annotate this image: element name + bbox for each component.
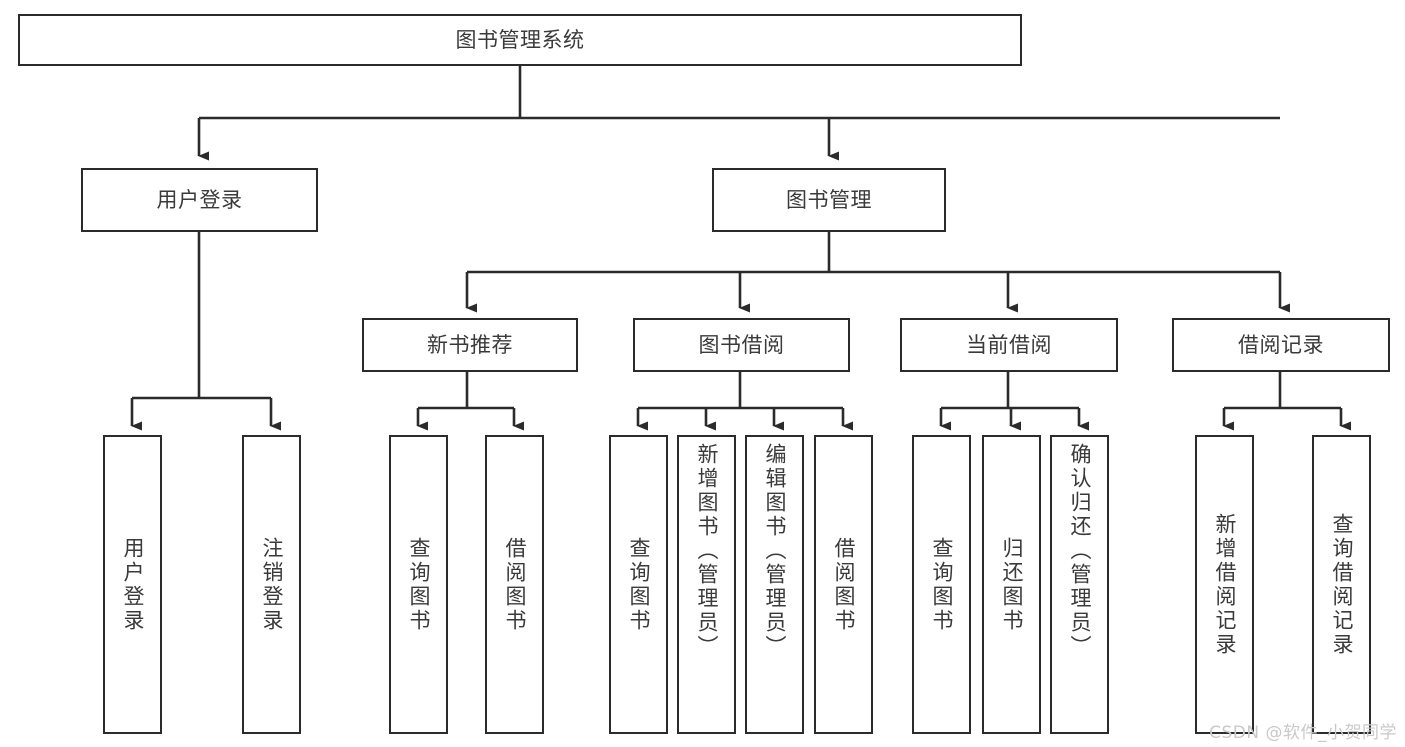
node-label: 借阅记录 — [1238, 332, 1324, 357]
node-book-borrow[interactable]: 图书借阅 — [633, 318, 850, 372]
node-book-management[interactable]: 图书管理 — [712, 168, 946, 232]
node-label: 用户登录 — [121, 536, 145, 633]
node-label: 借阅图书 — [503, 536, 527, 633]
node-label: 查询图书 — [407, 536, 431, 633]
node-label: 新增借阅记录 — [1213, 512, 1237, 657]
leaf-query-book-current[interactable]: 查询图书 — [912, 435, 971, 734]
node-new-book-recommend[interactable]: 新书推荐 — [362, 318, 578, 372]
node-label: 当前借阅 — [966, 332, 1052, 357]
node-label: 借阅图书 — [832, 536, 856, 633]
watermark: CSDN @软件_小贺同学 — [1209, 723, 1397, 743]
leaf-query-book-borrow[interactable]: 查询图书 — [609, 435, 668, 734]
leaf-add-book-admin[interactable]: 新增图书（管理员） — [677, 435, 736, 734]
leaf-confirm-return-admin[interactable]: 确认归还（管理员） — [1050, 435, 1109, 734]
leaf-borrow-book[interactable]: 借阅图书 — [814, 435, 873, 734]
node-label: 图书借阅 — [698, 332, 785, 357]
node-label: 图书管理系统 — [455, 27, 585, 52]
node-root-system[interactable]: 图书管理系统 — [18, 14, 1022, 66]
node-label: 查询图书 — [930, 536, 954, 633]
leaf-edit-book-admin[interactable]: 编辑图书（管理员） — [745, 435, 804, 734]
node-label: 图书管理 — [786, 187, 872, 212]
node-label: 注销登录 — [260, 536, 284, 633]
leaf-return-book[interactable]: 归还图书 — [982, 435, 1041, 734]
leaf-borrow-book-recommend[interactable]: 借阅图书 — [485, 435, 544, 734]
leaf-query-borrow-record[interactable]: 查询借阅记录 — [1312, 435, 1371, 734]
node-label: 编辑图书（管理员） — [763, 443, 787, 659]
node-current-borrow[interactable]: 当前借阅 — [900, 318, 1118, 372]
node-label: 新增图书（管理员） — [695, 443, 719, 659]
node-label: 确认归还（管理员） — [1068, 443, 1092, 659]
leaf-user-login[interactable]: 用户登录 — [103, 435, 162, 734]
leaf-add-borrow-record[interactable]: 新增借阅记录 — [1195, 435, 1254, 734]
node-user-login[interactable]: 用户登录 — [81, 168, 318, 232]
node-borrow-record[interactable]: 借阅记录 — [1172, 318, 1390, 372]
node-label: 查询图书 — [627, 536, 651, 633]
node-label: 归还图书 — [1000, 536, 1024, 633]
node-label: 新书推荐 — [427, 332, 513, 357]
leaf-query-book-recommend[interactable]: 查询图书 — [389, 435, 448, 734]
node-label: 查询借阅记录 — [1330, 512, 1354, 657]
node-label: 用户登录 — [156, 187, 243, 212]
leaf-logout[interactable]: 注销登录 — [242, 435, 301, 734]
